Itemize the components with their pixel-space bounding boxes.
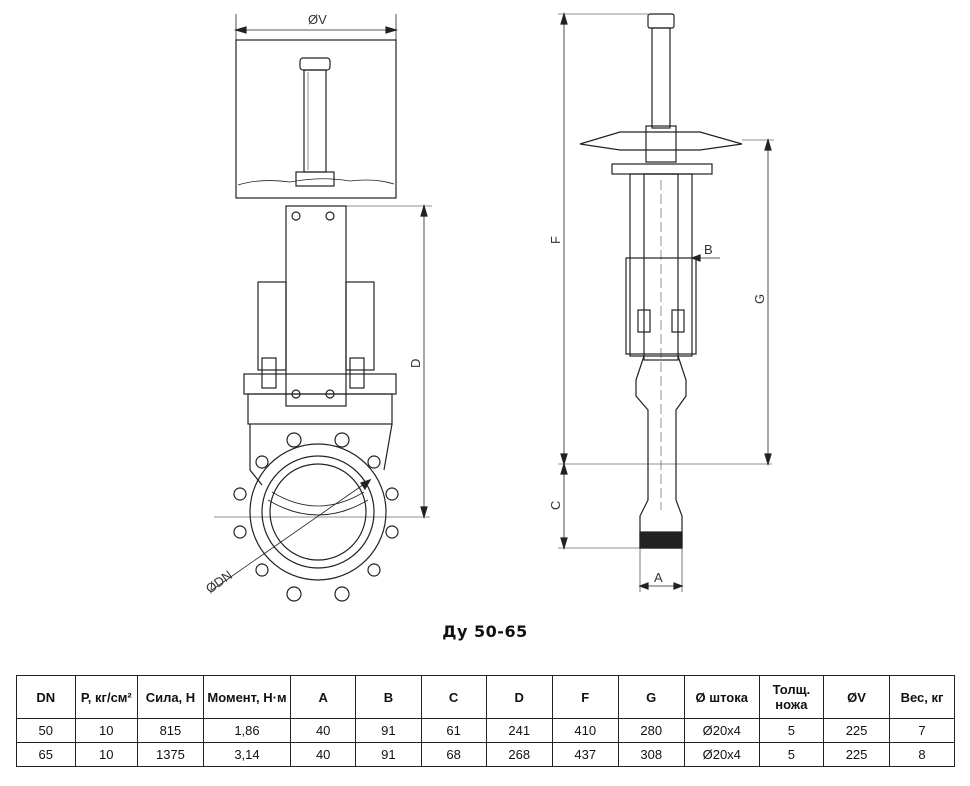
col-header: C: [420, 675, 487, 719]
dim-label-f: F: [548, 236, 563, 244]
table-cell: 5: [758, 718, 825, 743]
col-header: P, кг/см²: [74, 675, 138, 719]
table-cell: 8: [889, 742, 955, 767]
table-cell: 7: [889, 718, 955, 743]
table-cell: 10: [74, 718, 138, 743]
table-cell: 5: [758, 742, 825, 767]
table-cell: 3,14: [202, 742, 292, 767]
dim-label-v: ØV: [308, 12, 327, 27]
table-cell: 437: [551, 742, 619, 767]
dim-label-a: A: [654, 570, 663, 585]
table-cell: 10: [74, 742, 138, 767]
table-header-row: DN P, кг/см² Сила, Н Момент, Н·м A B C D…: [16, 675, 955, 719]
table-cell: 65: [16, 742, 76, 767]
col-header: Ø штока: [683, 675, 760, 719]
table-row: 50 10 815 1,86 40 91 61 241 410 280 Ø20x…: [16, 718, 955, 743]
table-cell: 40: [290, 742, 357, 767]
col-header: F: [551, 675, 619, 719]
table-cell: 68: [420, 742, 487, 767]
col-header: D: [485, 675, 553, 719]
valve-technical-drawing: ØV D ØDN F C G B A: [203, 11, 774, 602]
dim-label-c: C: [548, 501, 563, 510]
col-header: ØV: [823, 675, 891, 719]
col-header: Момент, Н·м: [202, 675, 292, 719]
col-header: Сила, Н: [136, 675, 204, 719]
table-cell: 91: [355, 742, 422, 767]
table-row: 65 10 1375 3,14 40 91 68 268 437 308 Ø20…: [16, 742, 955, 767]
table-cell: 225: [823, 718, 891, 743]
table-cell: 50: [16, 718, 76, 743]
front-view: [211, 14, 432, 602]
table-cell: Ø20x4: [683, 718, 760, 743]
table-cell: 410: [551, 718, 619, 743]
table-cell: 280: [617, 718, 685, 743]
side-view: [558, 11, 774, 592]
table-cell: Ø20x4: [683, 742, 760, 767]
table-cell: 815: [136, 718, 204, 743]
dim-label-b: B: [704, 242, 713, 257]
spec-table: DN P, кг/см² Сила, Н Момент, Н·м A B C D…: [16, 675, 955, 767]
table-cell: 40: [290, 718, 357, 743]
table-cell: 225: [823, 742, 891, 767]
table-cell: 1,86: [202, 718, 292, 743]
col-header: B: [355, 675, 422, 719]
table-cell: 241: [485, 718, 553, 743]
table-cell: 61: [420, 718, 487, 743]
table-cell: 1375: [136, 742, 204, 767]
col-header: A: [290, 675, 357, 719]
col-header: DN: [16, 675, 76, 719]
dim-label-g: G: [752, 294, 767, 304]
col-header: G: [617, 675, 685, 719]
dim-label-d: D: [408, 359, 423, 368]
drawing-caption: Ду 50-65: [442, 622, 528, 641]
col-header: Толщ. ножа: [758, 675, 825, 719]
table-cell: 268: [485, 742, 553, 767]
col-header: Вес, кг: [889, 675, 955, 719]
dim-label-dn: ØDN: [203, 567, 235, 596]
table-cell: 308: [617, 742, 685, 767]
table-cell: 91: [355, 718, 422, 743]
